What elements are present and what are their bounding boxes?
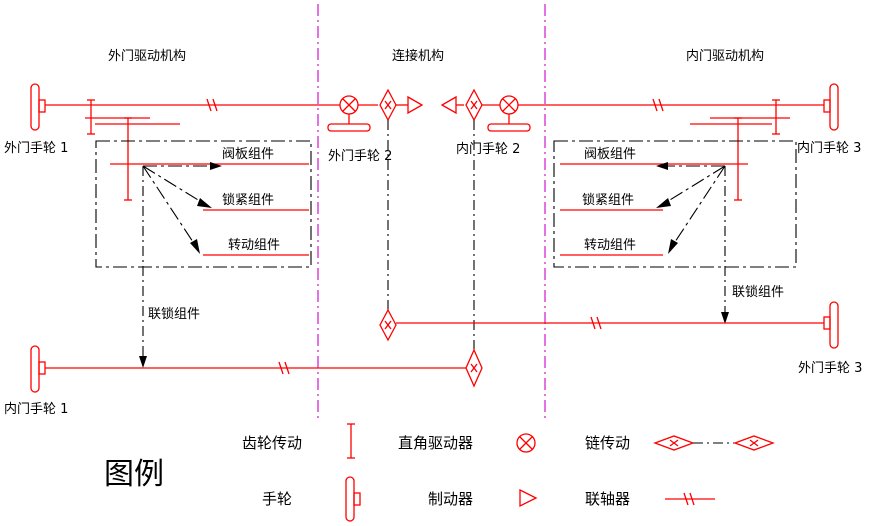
coupling-icon bbox=[665, 492, 715, 506]
legend-label-brake: 制动器 bbox=[428, 490, 473, 508]
gear-drive-outer-left bbox=[85, 99, 180, 201]
handwheel-icon bbox=[345, 476, 361, 522]
label-valve-plate-left: 阀板组件 bbox=[222, 147, 274, 162]
outer-wheel-3-handwheel bbox=[823, 301, 839, 349]
left-linkage-arrows bbox=[139, 162, 222, 368]
chain-sprocket-bottom bbox=[465, 348, 483, 388]
coupling-middle bbox=[590, 316, 602, 330]
gear-drive-icon bbox=[347, 423, 355, 459]
legend-label-right-angle-drive: 直角驱动器 bbox=[398, 434, 473, 452]
legend-label-gear-drive: 齿轮传动 bbox=[242, 434, 302, 452]
right-linkage-arrows bbox=[656, 162, 729, 324]
inner-door-component-box bbox=[553, 140, 797, 268]
brake-icon bbox=[519, 488, 538, 508]
label-outer-wheel-2: 外门手轮 2 bbox=[328, 149, 392, 164]
coupling-top-right bbox=[652, 98, 664, 112]
label-outer-wheel-3: 外门手轮 3 bbox=[798, 361, 862, 376]
label-rotate-left: 转动组件 bbox=[228, 238, 280, 253]
section-title-outer-drive: 外门驱动机构 bbox=[108, 49, 186, 64]
chain-sprocket-top-right bbox=[465, 88, 483, 122]
inner-wheel-1-handwheel bbox=[30, 345, 46, 393]
right-angle-drive-inner bbox=[487, 95, 531, 132]
label-inner-wheel-2: 内门手轮 2 bbox=[456, 141, 520, 157]
brake-top-right bbox=[440, 95, 457, 115]
coupling-bottom bbox=[278, 361, 290, 375]
top-right-handwheel bbox=[823, 83, 839, 131]
label-outer-wheel-1: 外门手轮 1 bbox=[4, 141, 68, 156]
legend-label-handwheel: 手轮 bbox=[262, 490, 292, 508]
gear-drive-inner-right bbox=[690, 99, 790, 201]
coupling-top-left bbox=[206, 98, 218, 112]
brake-top-left bbox=[407, 95, 424, 115]
label-interlock-left: 联锁组件 bbox=[148, 306, 200, 322]
chain-sprocket-top-left bbox=[379, 88, 397, 122]
top-left-handwheel bbox=[30, 83, 46, 131]
legend-title: 图例 bbox=[104, 457, 164, 492]
label-lock-left: 锁紧组件 bbox=[222, 192, 274, 208]
outer-door-component-box bbox=[95, 140, 312, 268]
section-title-connect: 连接机构 bbox=[392, 48, 444, 64]
right-angle-drive-icon bbox=[516, 433, 536, 453]
chain-drive-icon bbox=[653, 435, 775, 451]
label-inner-wheel-1: 内门手轮 1 bbox=[4, 401, 68, 417]
label-inner-wheel-3: 内门手轮 3 bbox=[797, 140, 861, 156]
label-rotate-right: 转动组件 bbox=[584, 238, 636, 253]
section-title-inner-drive: 内门驱动机构 bbox=[686, 48, 764, 64]
legend-label-coupling: 联轴器 bbox=[585, 490, 630, 508]
label-interlock-right: 联锁组件 bbox=[732, 284, 784, 300]
label-lock-right: 锁紧组件 bbox=[582, 192, 634, 208]
label-valve-plate-right: 阀板组件 bbox=[584, 147, 636, 162]
right-angle-drive-outer bbox=[327, 95, 371, 132]
legend-label-chain-drive: 链传动 bbox=[585, 434, 630, 452]
chain-sprocket-mid-left bbox=[379, 308, 397, 342]
